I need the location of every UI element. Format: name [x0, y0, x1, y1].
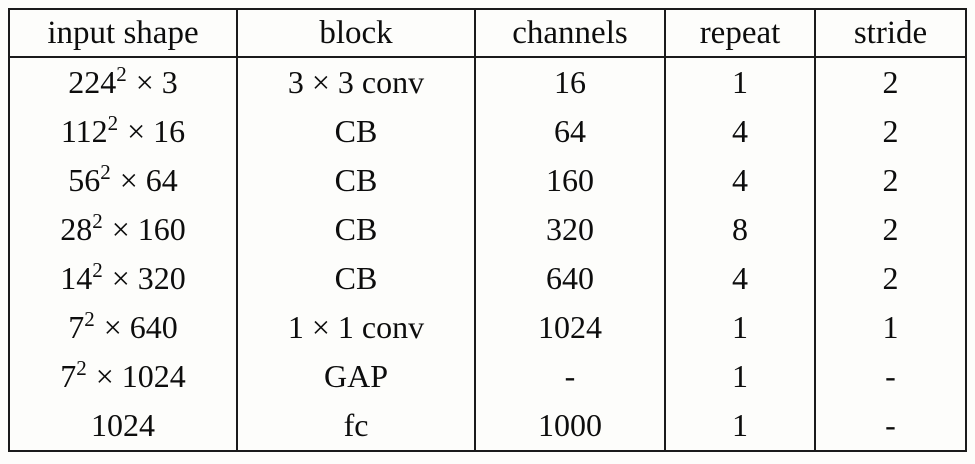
table-body: 2242 × 3 3 × 3 conv 16 1 2 1122 × 16 CB … — [9, 57, 966, 451]
shape-base: 56 — [68, 162, 101, 198]
cell-input-shape: 1122 × 16 — [9, 107, 237, 156]
shape-exponent: 2 — [92, 209, 103, 234]
cell-channels: 320 — [474, 205, 665, 254]
column-header-repeat: repeat — [664, 9, 815, 58]
cell-repeat: 4 — [664, 254, 815, 303]
architecture-table: input shape block channels repeat stride… — [8, 8, 967, 452]
cell-input-shape: 1024 — [9, 401, 237, 451]
shape-rest: × 16 — [119, 113, 186, 149]
cell-input-shape: 562 × 64 — [9, 156, 237, 205]
architecture-table-container: input shape block channels repeat stride… — [8, 8, 967, 452]
shape-exponent: 2 — [84, 307, 95, 332]
shape-rest: × 640 — [95, 309, 178, 345]
cell-block: 1 × 1 conv — [236, 303, 475, 352]
shape-rest: × 1024 — [87, 358, 186, 394]
cell-stride: 2 — [814, 156, 966, 205]
cell-stride: - — [814, 401, 966, 451]
cell-block: fc — [236, 401, 475, 451]
cell-channels: 640 — [474, 254, 665, 303]
cell-input-shape: 282 × 160 — [9, 205, 237, 254]
cell-input-shape: 2242 × 3 — [9, 57, 237, 107]
table-row: 1024 fc 1000 1 - — [9, 401, 966, 451]
column-header-block: block — [236, 9, 475, 58]
cell-block: 3 × 3 conv — [236, 57, 475, 107]
shape-base: 14 — [60, 260, 93, 296]
table-row: 72 × 1024 GAP - 1 - — [9, 352, 966, 401]
table-row: 2242 × 3 3 × 3 conv 16 1 2 — [9, 57, 966, 107]
cell-channels: - — [474, 352, 665, 401]
cell-stride: 1 — [814, 303, 966, 352]
cell-channels: 160 — [474, 156, 665, 205]
cell-input-shape: 72 × 640 — [9, 303, 237, 352]
shape-exponent: 2 — [107, 111, 119, 136]
shape-exponent: 2 — [100, 160, 111, 185]
table-row: 1122 × 16 CB 64 4 2 — [9, 107, 966, 156]
cell-channels: 16 — [474, 57, 665, 107]
column-header-input-shape: input shape — [9, 9, 237, 58]
shape-base: 7 — [60, 358, 77, 394]
cell-block: CB — [236, 254, 475, 303]
cell-repeat: 4 — [664, 107, 815, 156]
table-row: 562 × 64 CB 160 4 2 — [9, 156, 966, 205]
cell-block: CB — [236, 107, 475, 156]
cell-block: GAP — [236, 352, 475, 401]
header-row: input shape block channels repeat stride — [9, 9, 966, 58]
shape-exponent: 2 — [116, 62, 127, 87]
cell-repeat: 1 — [664, 57, 815, 107]
column-header-stride: stride — [814, 9, 966, 58]
cell-input-shape: 72 × 1024 — [9, 352, 237, 401]
cell-channels: 1000 — [474, 401, 665, 451]
shape-rest: × 64 — [111, 162, 178, 198]
shape-base: 112 — [60, 113, 108, 149]
table-header: input shape block channels repeat stride — [9, 9, 966, 58]
cell-block: CB — [236, 156, 475, 205]
shape-base: 7 — [68, 309, 85, 345]
shape-exponent: 2 — [92, 258, 103, 283]
shape-base: 224 — [68, 64, 117, 100]
cell-stride: 2 — [814, 107, 966, 156]
shape-base: 28 — [60, 211, 93, 247]
cell-stride: 2 — [814, 205, 966, 254]
table-row: 282 × 160 CB 320 8 2 — [9, 205, 966, 254]
cell-block: CB — [236, 205, 475, 254]
cell-repeat: 1 — [664, 401, 815, 451]
cell-stride: - — [814, 352, 966, 401]
table-row: 72 × 640 1 × 1 conv 1024 1 1 — [9, 303, 966, 352]
cell-repeat: 4 — [664, 156, 815, 205]
cell-repeat: 1 — [664, 303, 815, 352]
cell-stride: 2 — [814, 254, 966, 303]
shape-rest: × 3 — [127, 64, 178, 100]
cell-repeat: 1 — [664, 352, 815, 401]
shape-rest: × 160 — [103, 211, 186, 247]
cell-stride: 2 — [814, 57, 966, 107]
cell-input-shape: 142 × 320 — [9, 254, 237, 303]
table-row: 142 × 320 CB 640 4 2 — [9, 254, 966, 303]
shape-rest: × 320 — [103, 260, 186, 296]
shape-base: 1024 — [91, 407, 155, 443]
shape-exponent: 2 — [76, 356, 87, 381]
cell-repeat: 8 — [664, 205, 815, 254]
cell-channels: 64 — [474, 107, 665, 156]
column-header-channels: channels — [474, 9, 665, 58]
cell-channels: 1024 — [474, 303, 665, 352]
